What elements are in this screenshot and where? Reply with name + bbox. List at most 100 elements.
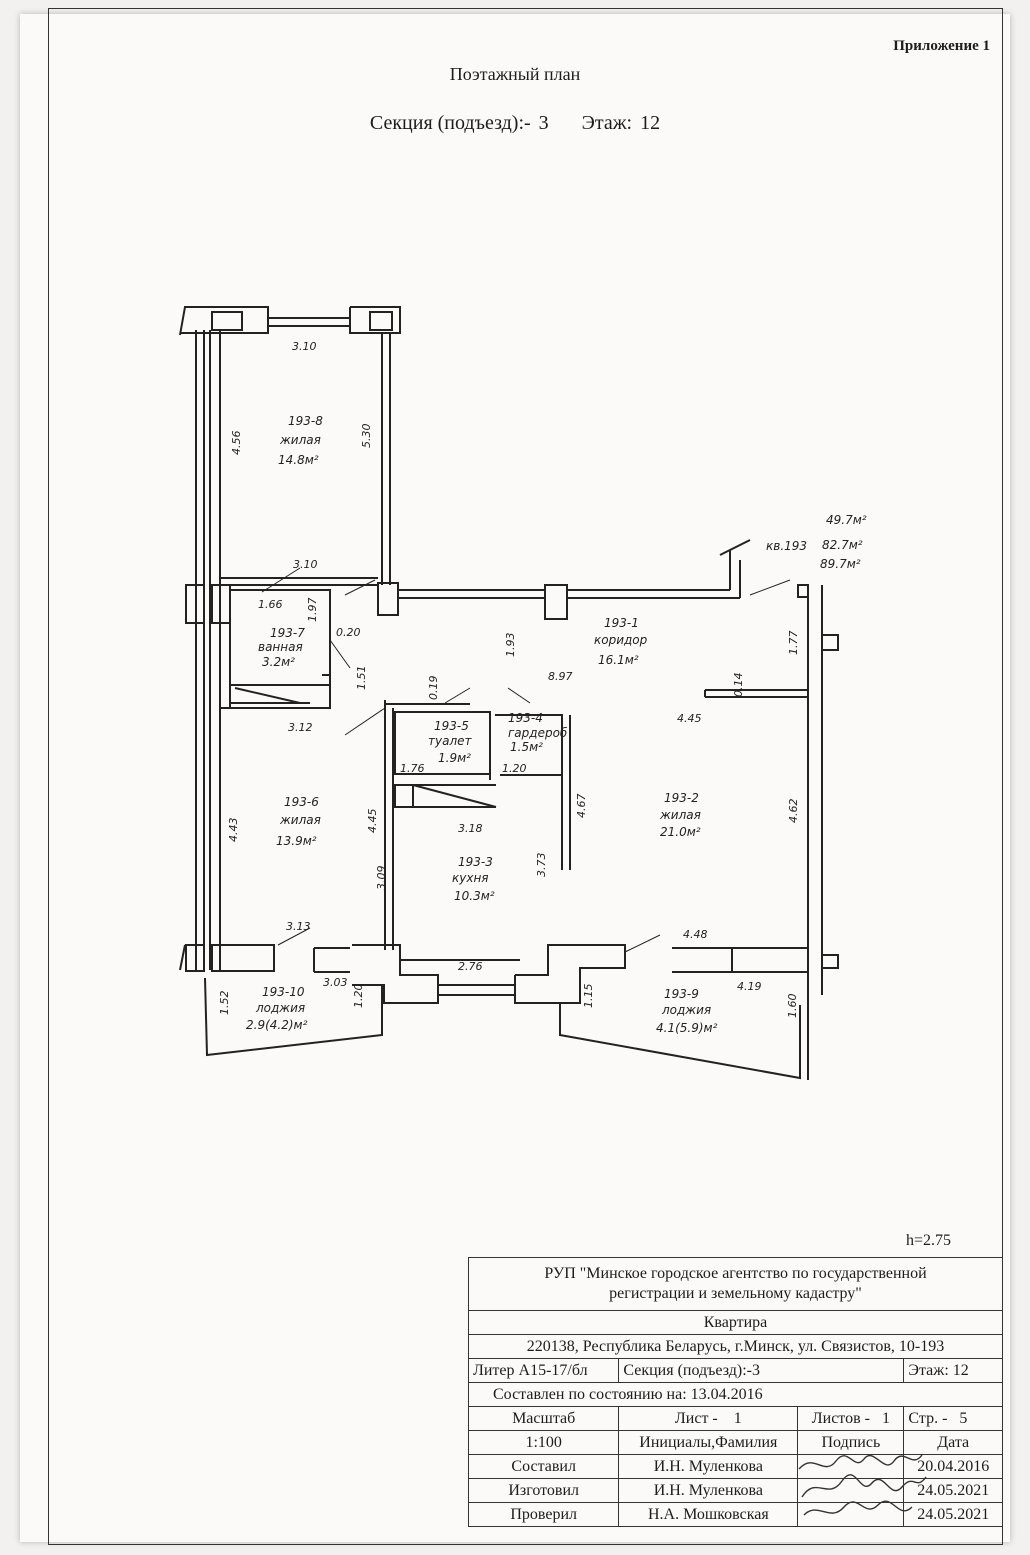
section-floor-line: Секция (подъезд):-3 Этаж:12 [0, 112, 1030, 135]
page-title: Поэтажный план [449, 64, 581, 84]
svg-text:1.9м²: 1.9м² [438, 751, 471, 765]
dim-28: 4.48 [683, 928, 708, 941]
dim-13: 4.45 [677, 712, 702, 725]
signature-compiled [797, 1454, 923, 1479]
apartment-area-living: 49.7м² [826, 513, 867, 527]
svg-text:жилая: жилая [659, 808, 701, 822]
svg-text:193-10: 193-10 [262, 985, 305, 999]
scale-value: 1:100 [467, 1430, 620, 1455]
apartment-number: кв.193 [766, 539, 807, 553]
apartment-area-total: 82.7м² [822, 538, 863, 552]
svg-text:ванная: ванная [258, 640, 303, 654]
dim-22: 3.18 [458, 822, 483, 835]
room-193-10: 193-10 лоджия 2.9(4.2)м² [246, 985, 308, 1032]
dim-8: 1.51 [355, 666, 368, 691]
svg-text:13.9м²: 13.9м² [276, 834, 317, 848]
dim-11: 1.77 [787, 631, 800, 656]
title-block: РУП "Минское городское агентство по госу… [467, 1257, 1003, 1527]
svg-text:10.3м²: 10.3м² [454, 889, 495, 903]
apartment-area-gross: 89.7м² [820, 557, 861, 571]
dim-6: 1.97 [306, 598, 319, 623]
organization-name: РУП "Минское городское агентство по госу… [468, 1257, 1003, 1311]
date-made: 24.05.2021 [903, 1478, 1003, 1503]
name-checked: Н.А. Мошковская [618, 1502, 799, 1527]
room-193-9: 193-9 лоджия 4.1(5.9)м² [656, 987, 718, 1035]
svg-text:жилая: жилая [279, 433, 321, 447]
dim-12: 0.14 [732, 673, 745, 698]
dim-24: 3.73 [535, 853, 548, 878]
dim-14: 0.19 [427, 676, 440, 701]
room-193-5: 193-5 туалет 1.9м² [428, 719, 472, 765]
floor-label: Этаж: [581, 112, 633, 134]
svg-text:193-5: 193-5 [434, 719, 469, 733]
dim-27: 2.76 [458, 960, 483, 973]
svg-text:2.9(4.2)м²: 2.9(4.2)м² [246, 1018, 308, 1032]
svg-text:193-6: 193-6 [284, 795, 319, 809]
dim-29: 1.52 [218, 991, 231, 1016]
section-value: 3 [538, 112, 549, 134]
svg-text:1.5м²: 1.5м² [510, 740, 543, 754]
signature-checked [797, 1500, 913, 1527]
dim-5: 1.66 [258, 598, 283, 611]
room-193-3: 193-3 кухня 10.3м² [452, 855, 495, 903]
role-checked: Проверил [467, 1502, 620, 1527]
organization-line-1: РУП "Минское городское агентство по госу… [544, 1265, 927, 1282]
svg-text:193-9: 193-9 [664, 987, 699, 1001]
svg-text:193-7: 193-7 [270, 626, 305, 640]
svg-text:193-8: 193-8 [288, 414, 323, 428]
dim-7: 0.20 [336, 626, 361, 639]
svg-text:лоджия: лоджия [661, 1003, 711, 1017]
date-header: Дата [903, 1430, 1003, 1455]
role-made: Изготовил [467, 1478, 620, 1503]
dim-21: 4.45 [366, 809, 379, 834]
address: 220138, Республика Беларусь, г.Минск, ул… [468, 1334, 1003, 1359]
svg-text:3.2м²: 3.2м² [262, 655, 295, 669]
organization-line-2: регистрации и земельному кадастру" [609, 1285, 862, 1302]
svg-text:14.8м²: 14.8м² [278, 453, 319, 467]
object-type: Квартира [468, 1310, 1003, 1335]
svg-text:193-1: 193-1 [604, 616, 639, 630]
room-193-8: 193-8 жилая 14.8м² [278, 414, 323, 467]
svg-text:коридор: коридор [594, 633, 648, 647]
dim-17: 1.20 [502, 762, 527, 775]
svg-text:193-2: 193-2 [664, 791, 699, 805]
signature-mark [798, 1454, 923, 1470]
dim-3: 5.30 [360, 424, 373, 449]
page-cell: Стр. - 5 [903, 1406, 1003, 1431]
name-compiled: И.Н. Муленкова [618, 1454, 799, 1479]
dim-4: 3.10 [293, 558, 318, 571]
dim-23: 3.09 [375, 866, 388, 891]
dim-30: 1.20 [352, 984, 365, 1009]
date-checked: 24.05.2021 [903, 1502, 1003, 1527]
dim-9: 1.93 [504, 633, 517, 658]
svg-text:кухня: кухня [452, 871, 489, 885]
dim-25: 3.13 [286, 920, 311, 933]
signature-mark [801, 1474, 927, 1498]
scale-label: Масштаб [467, 1406, 620, 1431]
liter: Литер А15-17/бл [467, 1358, 620, 1383]
sheet-cell: Лист - 1 [618, 1406, 799, 1431]
section-label: Секция (подъезд):- [369, 112, 531, 134]
svg-text:21.0м²: 21.0м² [660, 825, 701, 839]
role-compiled: Составил [467, 1454, 620, 1479]
svg-text:193-3: 193-3 [458, 855, 493, 869]
ceiling-height: h=2.75 [906, 1232, 952, 1249]
svg-text:16.1м²: 16.1м² [598, 653, 639, 667]
room-193-6: 193-6 жилая 13.9м² [276, 795, 321, 848]
initials-header: Инициалы,Фамилия [618, 1430, 799, 1455]
room-193-4: 193-4 гардероб 1.5м² [508, 711, 568, 754]
dim-1: 3.10 [292, 340, 317, 353]
dim-10: 8.97 [548, 670, 573, 683]
signature-mark [803, 1500, 913, 1516]
dim-19: 4.62 [787, 799, 800, 824]
dim-26: 3.03 [323, 976, 348, 989]
room-193-1: 193-1 коридор 16.1м² [594, 616, 648, 667]
document-frame [48, 8, 1003, 1545]
svg-text:гардероб: гардероб [508, 726, 568, 740]
sheets-cell: Листов - 1 [797, 1406, 905, 1431]
stamp-floor: Этаж: 12 [903, 1358, 1003, 1383]
dim-16: 1.76 [400, 762, 425, 775]
svg-text:4.1(5.9)м²: 4.1(5.9)м² [656, 1021, 718, 1035]
dim-32: 4.19 [737, 980, 762, 993]
svg-text:лоджия: лоджия [255, 1001, 305, 1015]
